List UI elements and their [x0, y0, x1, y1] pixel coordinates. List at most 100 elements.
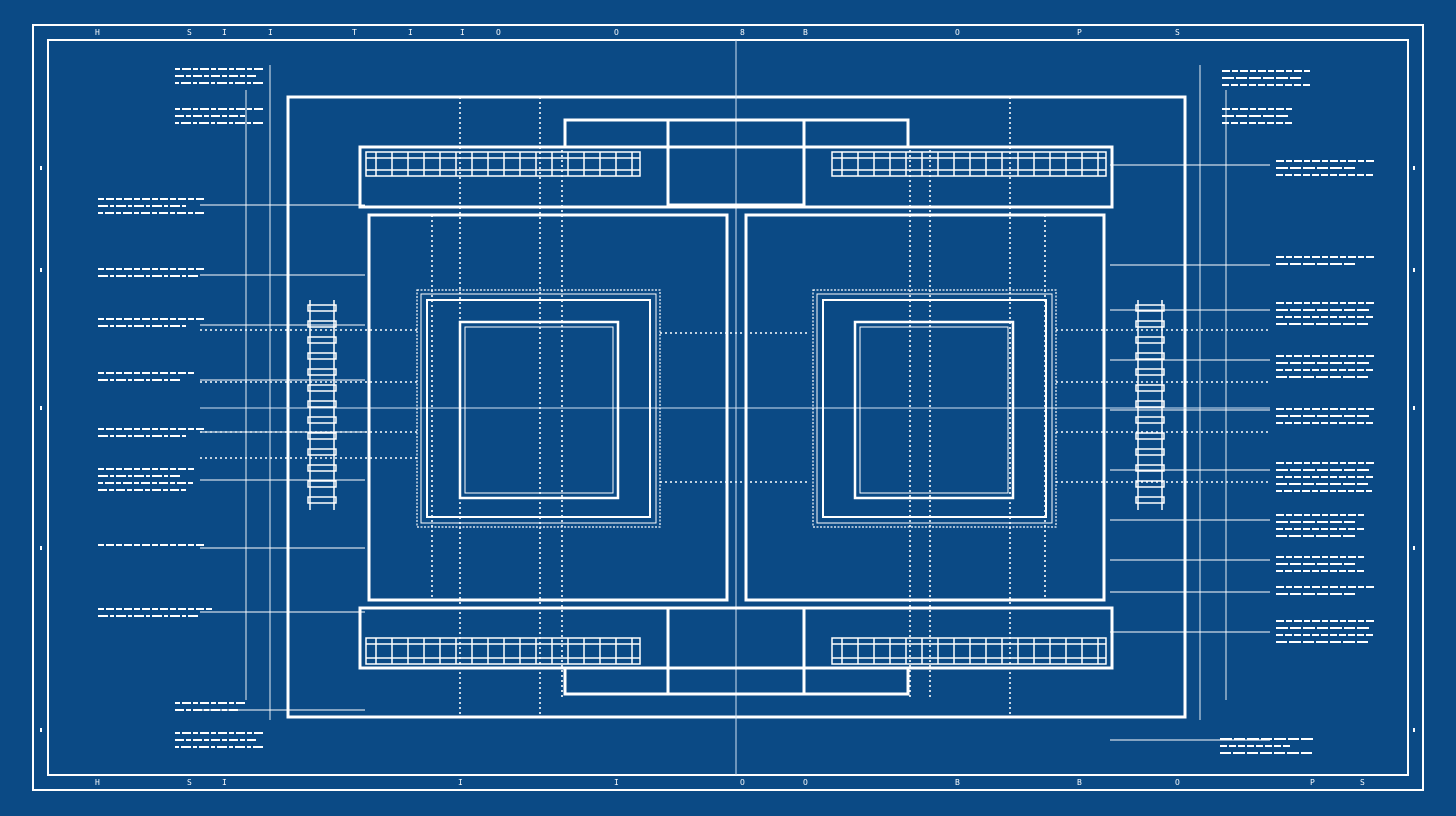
note-glyph	[182, 732, 191, 734]
note-glyph	[235, 82, 245, 84]
note-glyph	[188, 275, 198, 277]
note-glyph	[124, 318, 132, 320]
right-note-block	[1220, 738, 1313, 754]
note-glyph	[1330, 570, 1337, 572]
note-glyph	[146, 275, 150, 277]
note-glyph	[199, 746, 209, 748]
note-glyph	[182, 325, 186, 327]
note-glyph	[1357, 316, 1364, 318]
note-glyph	[1303, 415, 1315, 417]
note-glyph	[1285, 174, 1292, 176]
note-glyph	[1286, 302, 1292, 304]
note-glyph	[160, 608, 168, 610]
note-glyph	[98, 268, 104, 270]
note-glyph	[1304, 408, 1310, 410]
note-glyph	[211, 68, 216, 70]
top-right-rail	[831, 151, 1107, 177]
note-glyph	[1290, 563, 1301, 565]
note-glyph	[229, 746, 233, 748]
right-note-block	[1222, 70, 1310, 86]
note-glyph	[1330, 323, 1341, 325]
note-glyph	[98, 544, 104, 546]
note-glyph	[1322, 514, 1328, 516]
note-glyph	[159, 482, 168, 484]
left-ladder-rung	[307, 464, 337, 472]
note-glyph	[186, 75, 191, 77]
bottom-border-mark: P	[1310, 778, 1315, 787]
note-glyph	[1240, 70, 1248, 72]
note-glyph	[1330, 462, 1338, 464]
left-ladder-rung	[307, 416, 337, 424]
note-glyph	[105, 482, 114, 484]
note-glyph	[164, 435, 168, 437]
note-glyph	[1294, 586, 1302, 588]
note-glyph	[1348, 174, 1355, 176]
note-glyph	[98, 435, 108, 437]
note-glyph	[1276, 535, 1287, 537]
note-glyph	[211, 732, 216, 734]
note-glyph	[170, 482, 175, 484]
note-glyph	[1294, 528, 1301, 530]
note-glyph	[193, 82, 197, 84]
note-glyph	[1366, 586, 1374, 588]
note-glyph	[1232, 70, 1238, 72]
note-glyph	[152, 198, 158, 200]
right-ladder-rung	[1135, 368, 1165, 376]
note-glyph	[229, 702, 234, 704]
note-blocks	[98, 68, 1374, 754]
chambers	[367, 213, 1106, 602]
note-glyph	[116, 435, 126, 437]
note-glyph	[1222, 84, 1229, 86]
bottom-border-mark: B	[1077, 778, 1082, 787]
note-glyph	[1344, 521, 1355, 523]
note-glyph	[1303, 641, 1314, 643]
note-glyph	[1330, 627, 1342, 629]
note-glyph	[1330, 556, 1338, 558]
note-glyph	[254, 108, 263, 110]
note-glyph	[182, 435, 186, 437]
note-glyph	[128, 475, 132, 477]
note-glyph	[170, 268, 176, 270]
right-ladder-rung	[1135, 448, 1165, 456]
left-note-block	[98, 198, 204, 214]
note-glyph	[175, 732, 180, 734]
note-glyph	[128, 379, 132, 381]
note-glyph	[1220, 745, 1227, 747]
note-glyph	[152, 608, 158, 610]
note-glyph	[1358, 160, 1364, 162]
note-glyph	[229, 732, 234, 734]
note-glyph	[116, 205, 126, 207]
note-glyph	[1312, 570, 1319, 572]
top-border-mark: I	[460, 28, 465, 37]
note-glyph	[1260, 752, 1272, 754]
note-glyph	[1290, 309, 1301, 311]
note-glyph	[1247, 745, 1254, 747]
note-glyph	[1348, 256, 1356, 258]
note-glyph	[1340, 256, 1346, 258]
note-glyph	[211, 739, 220, 741]
note-glyph	[235, 122, 245, 124]
right-note-block	[1276, 620, 1374, 643]
note-glyph	[152, 544, 158, 546]
note-glyph	[204, 709, 209, 711]
top-border-mark: O	[614, 28, 619, 37]
top-border-mark: I	[222, 28, 227, 37]
note-glyph	[193, 746, 197, 748]
note-glyph	[247, 739, 256, 741]
note-glyph	[1286, 355, 1292, 357]
note-glyph	[1276, 84, 1283, 86]
note-glyph	[1316, 376, 1328, 378]
note-glyph	[1276, 462, 1284, 464]
note-glyph	[186, 115, 191, 117]
note-glyph	[128, 275, 132, 277]
note-glyph	[218, 702, 227, 704]
bottom-border-mark: I	[614, 778, 619, 787]
note-glyph	[229, 122, 233, 124]
note-glyph	[193, 739, 202, 741]
note-glyph	[1276, 570, 1283, 572]
note-glyph	[1344, 415, 1355, 417]
bottom-left-rail	[365, 637, 641, 665]
note-glyph	[134, 468, 140, 470]
note-glyph	[193, 115, 202, 117]
